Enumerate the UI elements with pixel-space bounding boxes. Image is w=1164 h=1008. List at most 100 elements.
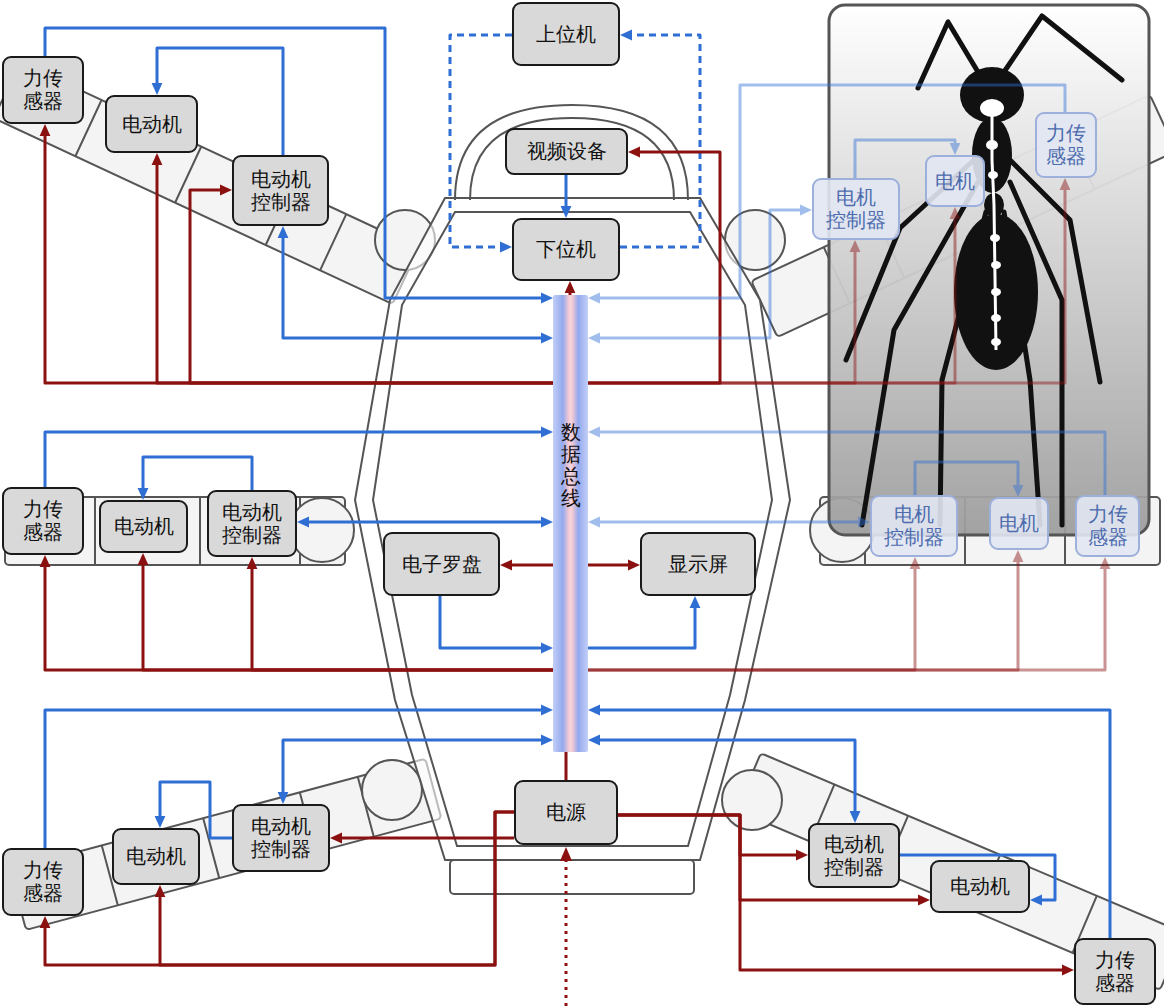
connector-line	[45, 432, 543, 487]
component-label: 数据总线	[561, 421, 581, 509]
arrow-head	[950, 207, 961, 219]
connector-line	[598, 432, 1105, 495]
connector-line	[143, 457, 252, 490]
component-label: 力传 感器	[1082, 503, 1133, 549]
ant-ganglia	[980, 99, 1004, 346]
data-connector	[450, 35, 512, 252]
arrow-head	[152, 153, 163, 165]
component-label: 电机 控制器	[819, 186, 893, 232]
body-base	[450, 860, 694, 894]
ant-legs	[846, 16, 1122, 525]
arrow-head	[850, 811, 861, 823]
component-label: 力传 感器	[9, 859, 77, 905]
connector-line	[157, 163, 553, 383]
robot-body	[355, 105, 790, 894]
component-box: 电机	[989, 497, 1049, 550]
component-box: 电动机	[99, 500, 188, 553]
arrow-head	[690, 596, 701, 608]
component-box: 电机 控制器	[870, 495, 958, 557]
power-connector	[618, 815, 1074, 975]
component-box: 电动机	[105, 95, 198, 153]
component-label: 电动机 控制器	[239, 815, 323, 861]
data-connector	[588, 517, 870, 528]
data-connector	[588, 735, 860, 823]
arrow-head	[850, 240, 861, 252]
body-frame-inner	[373, 212, 772, 846]
data-connector	[45, 28, 553, 303]
connector-line	[598, 521, 860, 524]
arrow-head	[297, 517, 309, 528]
ant-antenna	[1004, 16, 1122, 80]
data-connector	[588, 85, 1065, 303]
arrow-head	[628, 560, 640, 571]
arrow-head	[918, 895, 930, 906]
data-connector	[588, 427, 1105, 495]
connector-line	[620, 35, 700, 247]
connector-line	[588, 250, 855, 383]
arrow-head	[220, 185, 232, 196]
component-box: 电动机	[930, 860, 1030, 913]
leg-link	[0, 62, 419, 304]
connector-line	[45, 134, 553, 383]
connector-line	[565, 752, 568, 780]
arrow-head	[541, 333, 553, 344]
component-box: 上位机	[512, 2, 620, 66]
arrow-head	[910, 557, 921, 569]
component-box: 力传 感器	[1035, 112, 1097, 178]
connector-line	[588, 606, 695, 648]
arrow-head	[247, 557, 258, 569]
arrow-head	[628, 147, 640, 158]
component-box: 下位机	[512, 218, 620, 281]
arrow-head	[1100, 557, 1111, 569]
arrow-head	[1062, 965, 1074, 976]
power-connector	[618, 815, 808, 860]
arrow-head	[500, 560, 512, 571]
component-label: 电源	[546, 801, 586, 824]
component-label: 电动机 控制器	[815, 833, 893, 879]
component-label: 电动机 控制器	[239, 168, 322, 214]
component-box: 电动机	[112, 828, 200, 885]
connector-line	[45, 812, 514, 965]
component-box: 力传 感器	[2, 56, 84, 124]
component-box: 电机 控制器	[812, 178, 900, 240]
component-label: 电子罗盘	[402, 553, 482, 576]
arrow-head	[588, 735, 600, 746]
arrow-head	[1013, 485, 1024, 497]
connector-line	[565, 175, 568, 208]
component-label: 显示屏	[668, 553, 728, 576]
connector-line	[283, 236, 543, 338]
connector-line	[618, 815, 798, 855]
power-connector	[330, 833, 514, 844]
component-label: 电动机	[126, 845, 186, 868]
leg-segment	[810, 784, 1097, 952]
connector-line	[915, 462, 1018, 495]
arrow-head	[330, 833, 342, 844]
arrow-head	[541, 735, 553, 746]
component-label: 力传 感器	[1081, 949, 1149, 995]
arrow-head	[950, 143, 961, 155]
arrow-head	[152, 83, 163, 95]
data-connector	[45, 427, 553, 487]
arrow-head	[800, 205, 812, 216]
component-label: 下位机	[536, 238, 596, 261]
arrow-head	[1060, 178, 1071, 190]
arrow-head	[278, 226, 289, 238]
component-box: 电动机 控制器	[232, 804, 330, 872]
data-bus: 数据总线	[553, 295, 588, 752]
arrow-head	[541, 517, 553, 528]
component-box: 电源	[514, 780, 618, 845]
power-input-arrow	[560, 847, 572, 861]
connector-line	[618, 815, 1064, 970]
power-connector	[588, 178, 1070, 383]
connector-line	[598, 740, 855, 813]
arrow-head	[561, 206, 572, 218]
power-connector	[152, 153, 553, 383]
connector-line	[450, 35, 512, 247]
power-input-line	[565, 860, 568, 1006]
power-connector	[40, 812, 514, 965]
connector-line	[307, 521, 543, 524]
data-connector	[588, 705, 1110, 938]
component-box: 力传 感器	[1075, 495, 1140, 557]
power-connector	[588, 207, 960, 383]
connector-line	[440, 596, 543, 648]
